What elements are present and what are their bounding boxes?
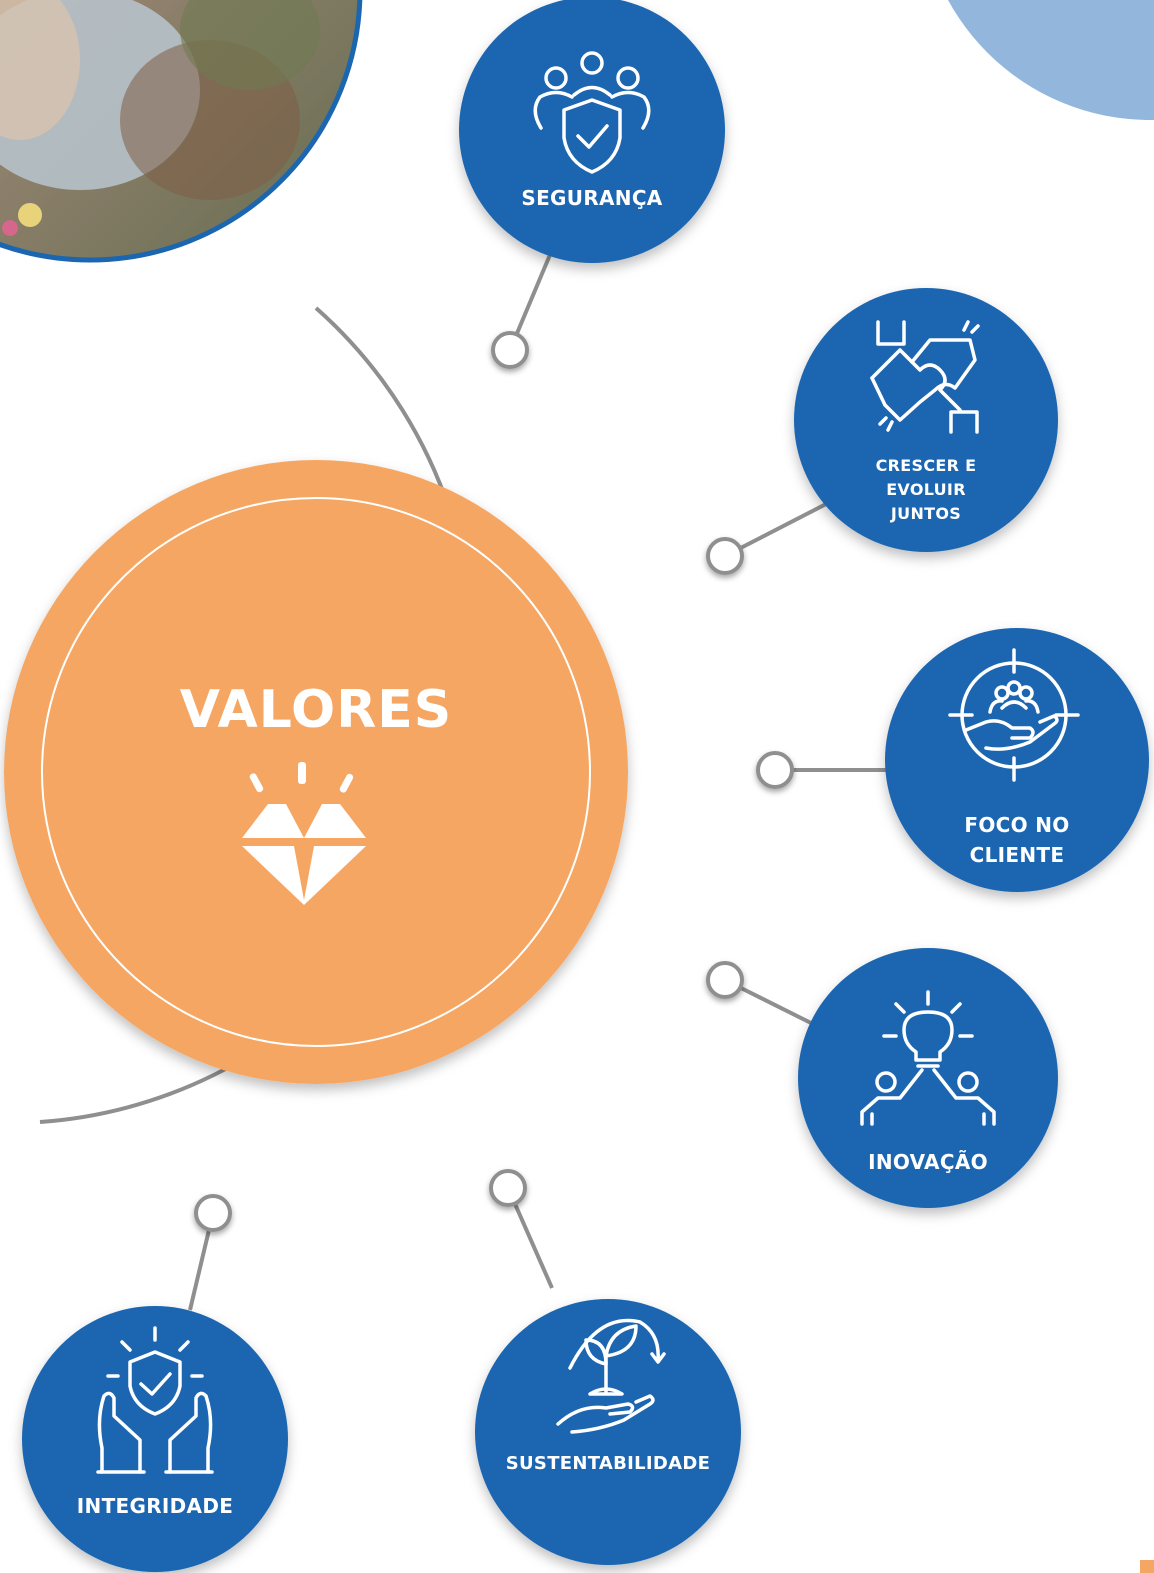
value-circle-sustentabilidade <box>475 1299 741 1565</box>
target-hand-people-icon <box>948 648 1080 782</box>
connector-dot <box>489 1169 527 1207</box>
connector-dot <box>194 1194 232 1232</box>
value-circle-inovacao <box>798 948 1058 1208</box>
value-label-crescer-line1: CRESCER E <box>875 456 977 475</box>
shield-hands-icon <box>96 1326 214 1474</box>
connector-dot <box>756 751 794 789</box>
connector-dots <box>194 331 794 1232</box>
connector-dot <box>491 331 529 369</box>
corner-accent <box>1140 1560 1154 1573</box>
value-label-foco-line1: FOCO NO <box>964 813 1070 837</box>
value-circle-crescer <box>794 288 1058 552</box>
valores-circle <box>4 460 628 1084</box>
value-label-seguranca: SEGURANÇA <box>521 186 663 210</box>
family-photo <box>0 0 363 263</box>
value-label-foco-line2: CLIENTE <box>969 843 1065 867</box>
value-label-crescer-line2: EVOLUIR <box>886 480 966 499</box>
value-circle-foco <box>885 628 1149 892</box>
value-label-integridade: INTEGRIDADE <box>76 1494 234 1518</box>
puzzle-hands-icon <box>870 320 980 434</box>
decorative-circle <box>948 0 1154 120</box>
value-label-crescer-line3: JUNTOS <box>890 504 962 523</box>
connector-dot <box>706 537 744 575</box>
team-shield-icon <box>533 51 651 174</box>
lightbulb-people-icon <box>860 990 996 1126</box>
value-label-sustentabilidade: SUSTENTABILIDADE <box>505 1453 711 1474</box>
center-title: VALORES <box>179 680 453 740</box>
value-circle-seguranca <box>459 0 725 263</box>
value-circle-integridade <box>22 1306 288 1572</box>
value-label-crescer: CRESCER E EVOLUIR JUNTOS <box>846 454 1006 526</box>
connector-dot <box>706 961 744 999</box>
value-label-foco: FOCO NO CLIENTE <box>937 810 1097 870</box>
plant-hand-icon <box>556 1318 666 1434</box>
value-label-inovacao: INOVAÇÃO <box>868 1150 988 1174</box>
diamond-icon <box>242 762 366 905</box>
